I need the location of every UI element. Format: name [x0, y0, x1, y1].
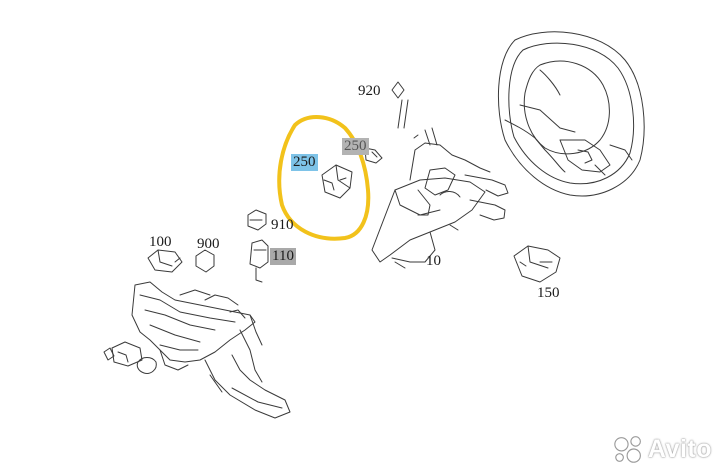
- part-100-switch: [147, 249, 183, 273]
- label-100: 100: [149, 234, 172, 250]
- highlight-circle: [277, 115, 371, 241]
- avito-watermark: Avito: [612, 431, 712, 467]
- part-150-switch: [513, 245, 561, 283]
- label-110: 110: [270, 248, 296, 265]
- watermark-text: Avito: [647, 434, 712, 463]
- avito-logo-icon: [614, 436, 641, 463]
- label-900: 900: [197, 236, 220, 252]
- label-150: 150: [537, 285, 560, 301]
- label-250-highlighted: 250: [291, 154, 318, 171]
- steering-column-drawing: [371, 81, 509, 269]
- part-900-connector: [195, 249, 215, 273]
- part-110-switch: [249, 239, 269, 283]
- label-920: 920: [358, 83, 381, 99]
- steering-wheel-drawing: [498, 31, 645, 197]
- part-910-connector: [247, 209, 267, 231]
- pedal-assembly-drawing: [103, 281, 291, 419]
- label-250-gray: 250: [342, 138, 369, 155]
- label-10: 10: [426, 253, 441, 269]
- part-250-component: [321, 147, 383, 199]
- label-910: 910: [271, 217, 294, 233]
